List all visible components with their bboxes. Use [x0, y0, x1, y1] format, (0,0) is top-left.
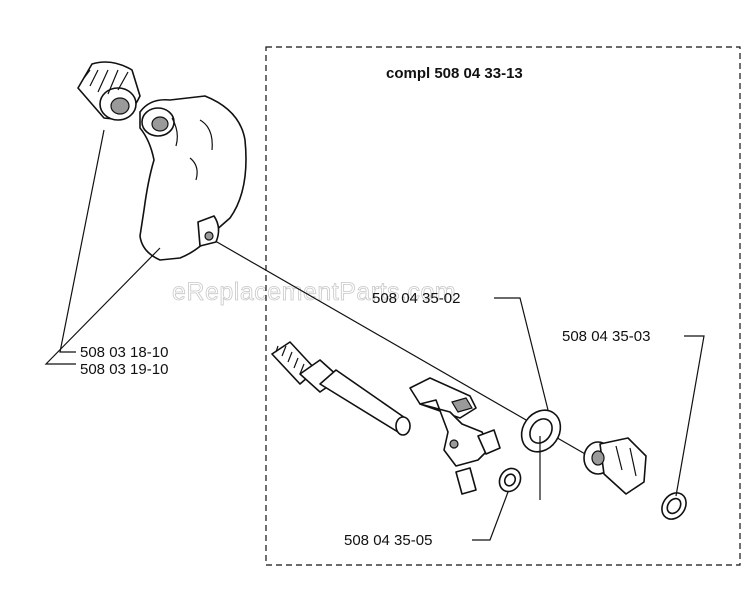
leader-large-washer: [494, 297, 549, 411]
pump-plunger: [409, 377, 501, 495]
leader-housing: [44, 247, 161, 365]
callout-housing-line-2: 508 03 19-10: [80, 361, 168, 378]
leader-o-ring: [675, 335, 705, 497]
leader-cap: [59, 129, 105, 353]
small-washer: [498, 467, 522, 493]
large-washer: [520, 409, 562, 453]
nozzle: [583, 437, 647, 495]
callout-large-washer: 508 04 35-02: [372, 290, 460, 307]
o-ring: [661, 492, 687, 520]
assembly-title: compl 508 04 33-13: [386, 65, 523, 82]
callout-housing-line-1: 508 03 18-10: [80, 344, 168, 361]
watermark-text: eReplacementParts.com: [172, 278, 456, 306]
assembly-frame: [265, 46, 741, 566]
knurled-cap: [77, 61, 141, 121]
drive-shaft: [271, 341, 411, 436]
pump-housing: [139, 95, 247, 261]
callout-nozzle: 508 04 35-03: [562, 328, 650, 345]
callout-small-washer: 508 04 35-05: [344, 532, 432, 549]
leader-small-washer: [472, 491, 509, 541]
